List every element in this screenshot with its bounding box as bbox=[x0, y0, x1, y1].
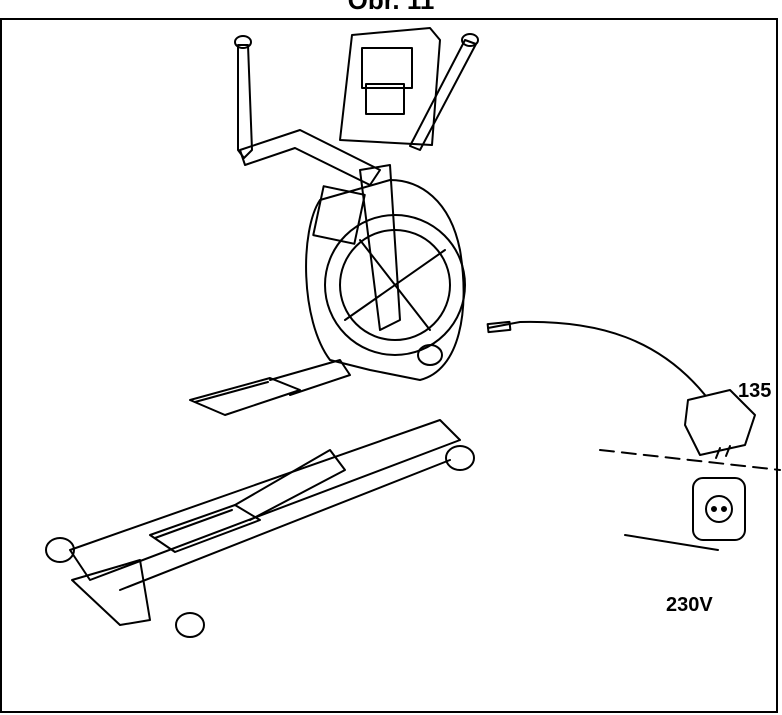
wall-socket-icon bbox=[692, 477, 746, 541]
power-adapter-icon bbox=[684, 389, 756, 456]
wheel-icon bbox=[45, 537, 75, 563]
right-handle-icon bbox=[409, 39, 477, 151]
left-pedal-icon bbox=[189, 377, 301, 416]
console-icon bbox=[339, 27, 441, 146]
figure-frame bbox=[0, 18, 778, 713]
part-number-label: 135 bbox=[738, 380, 772, 402]
left-handle-icon bbox=[237, 44, 253, 159]
power-cable-icon bbox=[487, 320, 706, 396]
flywheel-housing-icon bbox=[305, 179, 465, 381]
figure-title: Obr. 11 bbox=[347, 0, 435, 15]
voltage-label: 230V bbox=[666, 594, 713, 616]
base-rail-icon bbox=[69, 419, 461, 581]
wheel-icon bbox=[445, 445, 475, 471]
rear-handle-icon bbox=[71, 559, 151, 626]
right-pedal-icon bbox=[149, 504, 261, 553]
control-panel-icon bbox=[312, 185, 366, 245]
wheel-icon bbox=[175, 612, 205, 638]
wall-line-icon bbox=[599, 449, 781, 471]
